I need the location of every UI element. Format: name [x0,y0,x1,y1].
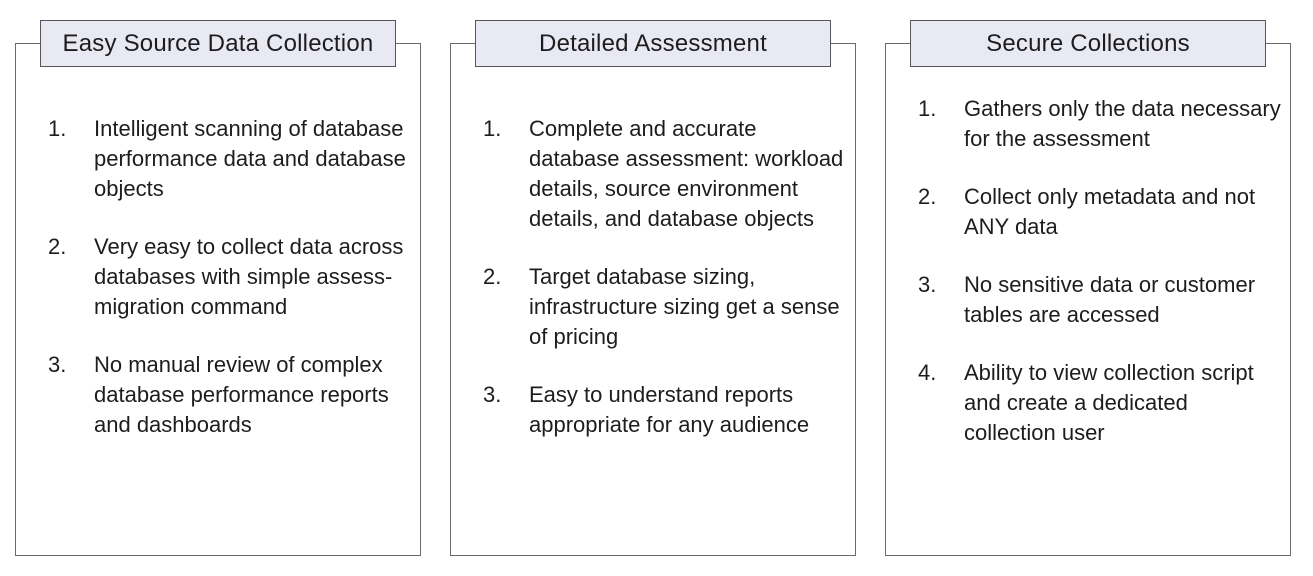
list-item-text: Ability to view collection script and cr… [964,360,1254,445]
list-item: 3. No manual review of complex database … [48,350,412,440]
list-item: 2. Collect only metadata and not ANY dat… [918,182,1282,242]
panel-list: 1. Gathers only the data necessary for t… [886,44,1290,448]
list-item-number: 3. [918,272,937,297]
list-item-text: Easy to understand reports appropriate f… [529,382,810,437]
list-item-text: Collect only metadata and not ANY data [964,184,1256,239]
panel-2: Detailed Assessment 1. Complete and accu… [450,20,856,556]
list-item: 3. Easy to understand reports appropriat… [483,380,847,440]
list-item: 1. Gathers only the data necessary for t… [918,94,1282,154]
panel-header: Secure Collections [910,20,1266,67]
list-item-number: 1. [483,116,502,141]
panel-list: 1. Complete and accurate database assess… [451,44,855,440]
panel-title: Easy Source Data Collection [62,29,374,57]
list-item-number: 1. [48,116,67,141]
panel-header: Detailed Assessment [475,20,831,67]
list-item-text: No manual review of complex database per… [94,352,389,437]
list-item-text: Complete and accurate database assessmen… [529,116,844,231]
list-item-number: 3. [483,382,502,407]
panel-header: Easy Source Data Collection [40,20,396,67]
panel-title: Detailed Assessment [539,29,767,57]
list-item-number: 3. [48,352,67,377]
list-item: 2. Very easy to collect data across data… [48,232,412,322]
panels-row: Easy Source Data Collection 1. Intellige… [15,20,1291,556]
list-item-text: No sensitive data or customer tables are… [964,272,1256,327]
list-item-text: Intelligent scanning of database perform… [94,116,406,201]
list-item: 1. Complete and accurate database assess… [483,114,847,234]
list-item-text: Very easy to collect data across databas… [94,234,404,319]
list-item-number: 1. [918,96,937,121]
panel-list: 1. Intelligent scanning of database perf… [16,44,420,440]
list-item-text: Target database sizing, infrastructure s… [529,264,840,349]
list-item-text: Gathers only the data necessary for the … [964,96,1281,151]
list-item-number: 2. [483,264,502,289]
list-item: 1. Intelligent scanning of database perf… [48,114,412,204]
panel-3: Secure Collections 1. Gathers only the d… [885,20,1291,556]
list-item-number: 2. [918,184,937,209]
list-item: 4. Ability to view collection script and… [918,358,1282,448]
list-item-number: 2. [48,234,67,259]
panel-title: Secure Collections [986,29,1190,57]
panel-1: Easy Source Data Collection 1. Intellige… [15,20,421,556]
list-item-number: 4. [918,360,937,385]
list-item: 2. Target database sizing, infrastructur… [483,262,847,352]
list-item: 3. No sensitive data or customer tables … [918,270,1282,330]
